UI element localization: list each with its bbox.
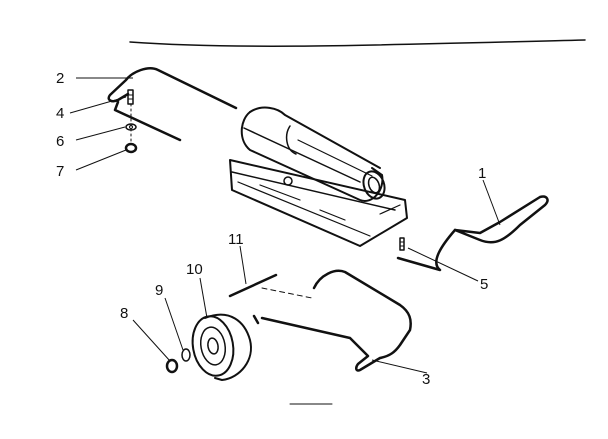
axle-part-11: [228, 273, 278, 298]
handle-part-1: [396, 195, 549, 272]
callout-3: 3: [422, 371, 430, 388]
bolt-part-4: [127, 89, 134, 105]
callout-9: 9: [155, 282, 163, 299]
top-rule: [129, 39, 586, 47]
callout-6: 6: [56, 133, 64, 150]
callout-2: 2: [56, 70, 64, 87]
callout-1: 1: [478, 165, 486, 182]
callout-7: 7: [56, 163, 64, 180]
wheel-part-10: [191, 313, 252, 381]
callout-10: 10: [186, 261, 203, 278]
cap-part-8: [165, 358, 179, 374]
callout-11: 11: [228, 231, 244, 248]
callout-8: 8: [120, 305, 128, 322]
heater-body: [229, 106, 408, 247]
bolt-part-5: [399, 237, 405, 251]
washer-part-9: [181, 348, 191, 362]
handle-part-2: [107, 67, 238, 142]
callout-4: 4: [56, 105, 64, 122]
callout-5: 5: [480, 276, 488, 293]
nut-part-7: [124, 142, 138, 154]
leader-lines: [69, 77, 501, 374]
frame-part-3: [252, 269, 412, 372]
